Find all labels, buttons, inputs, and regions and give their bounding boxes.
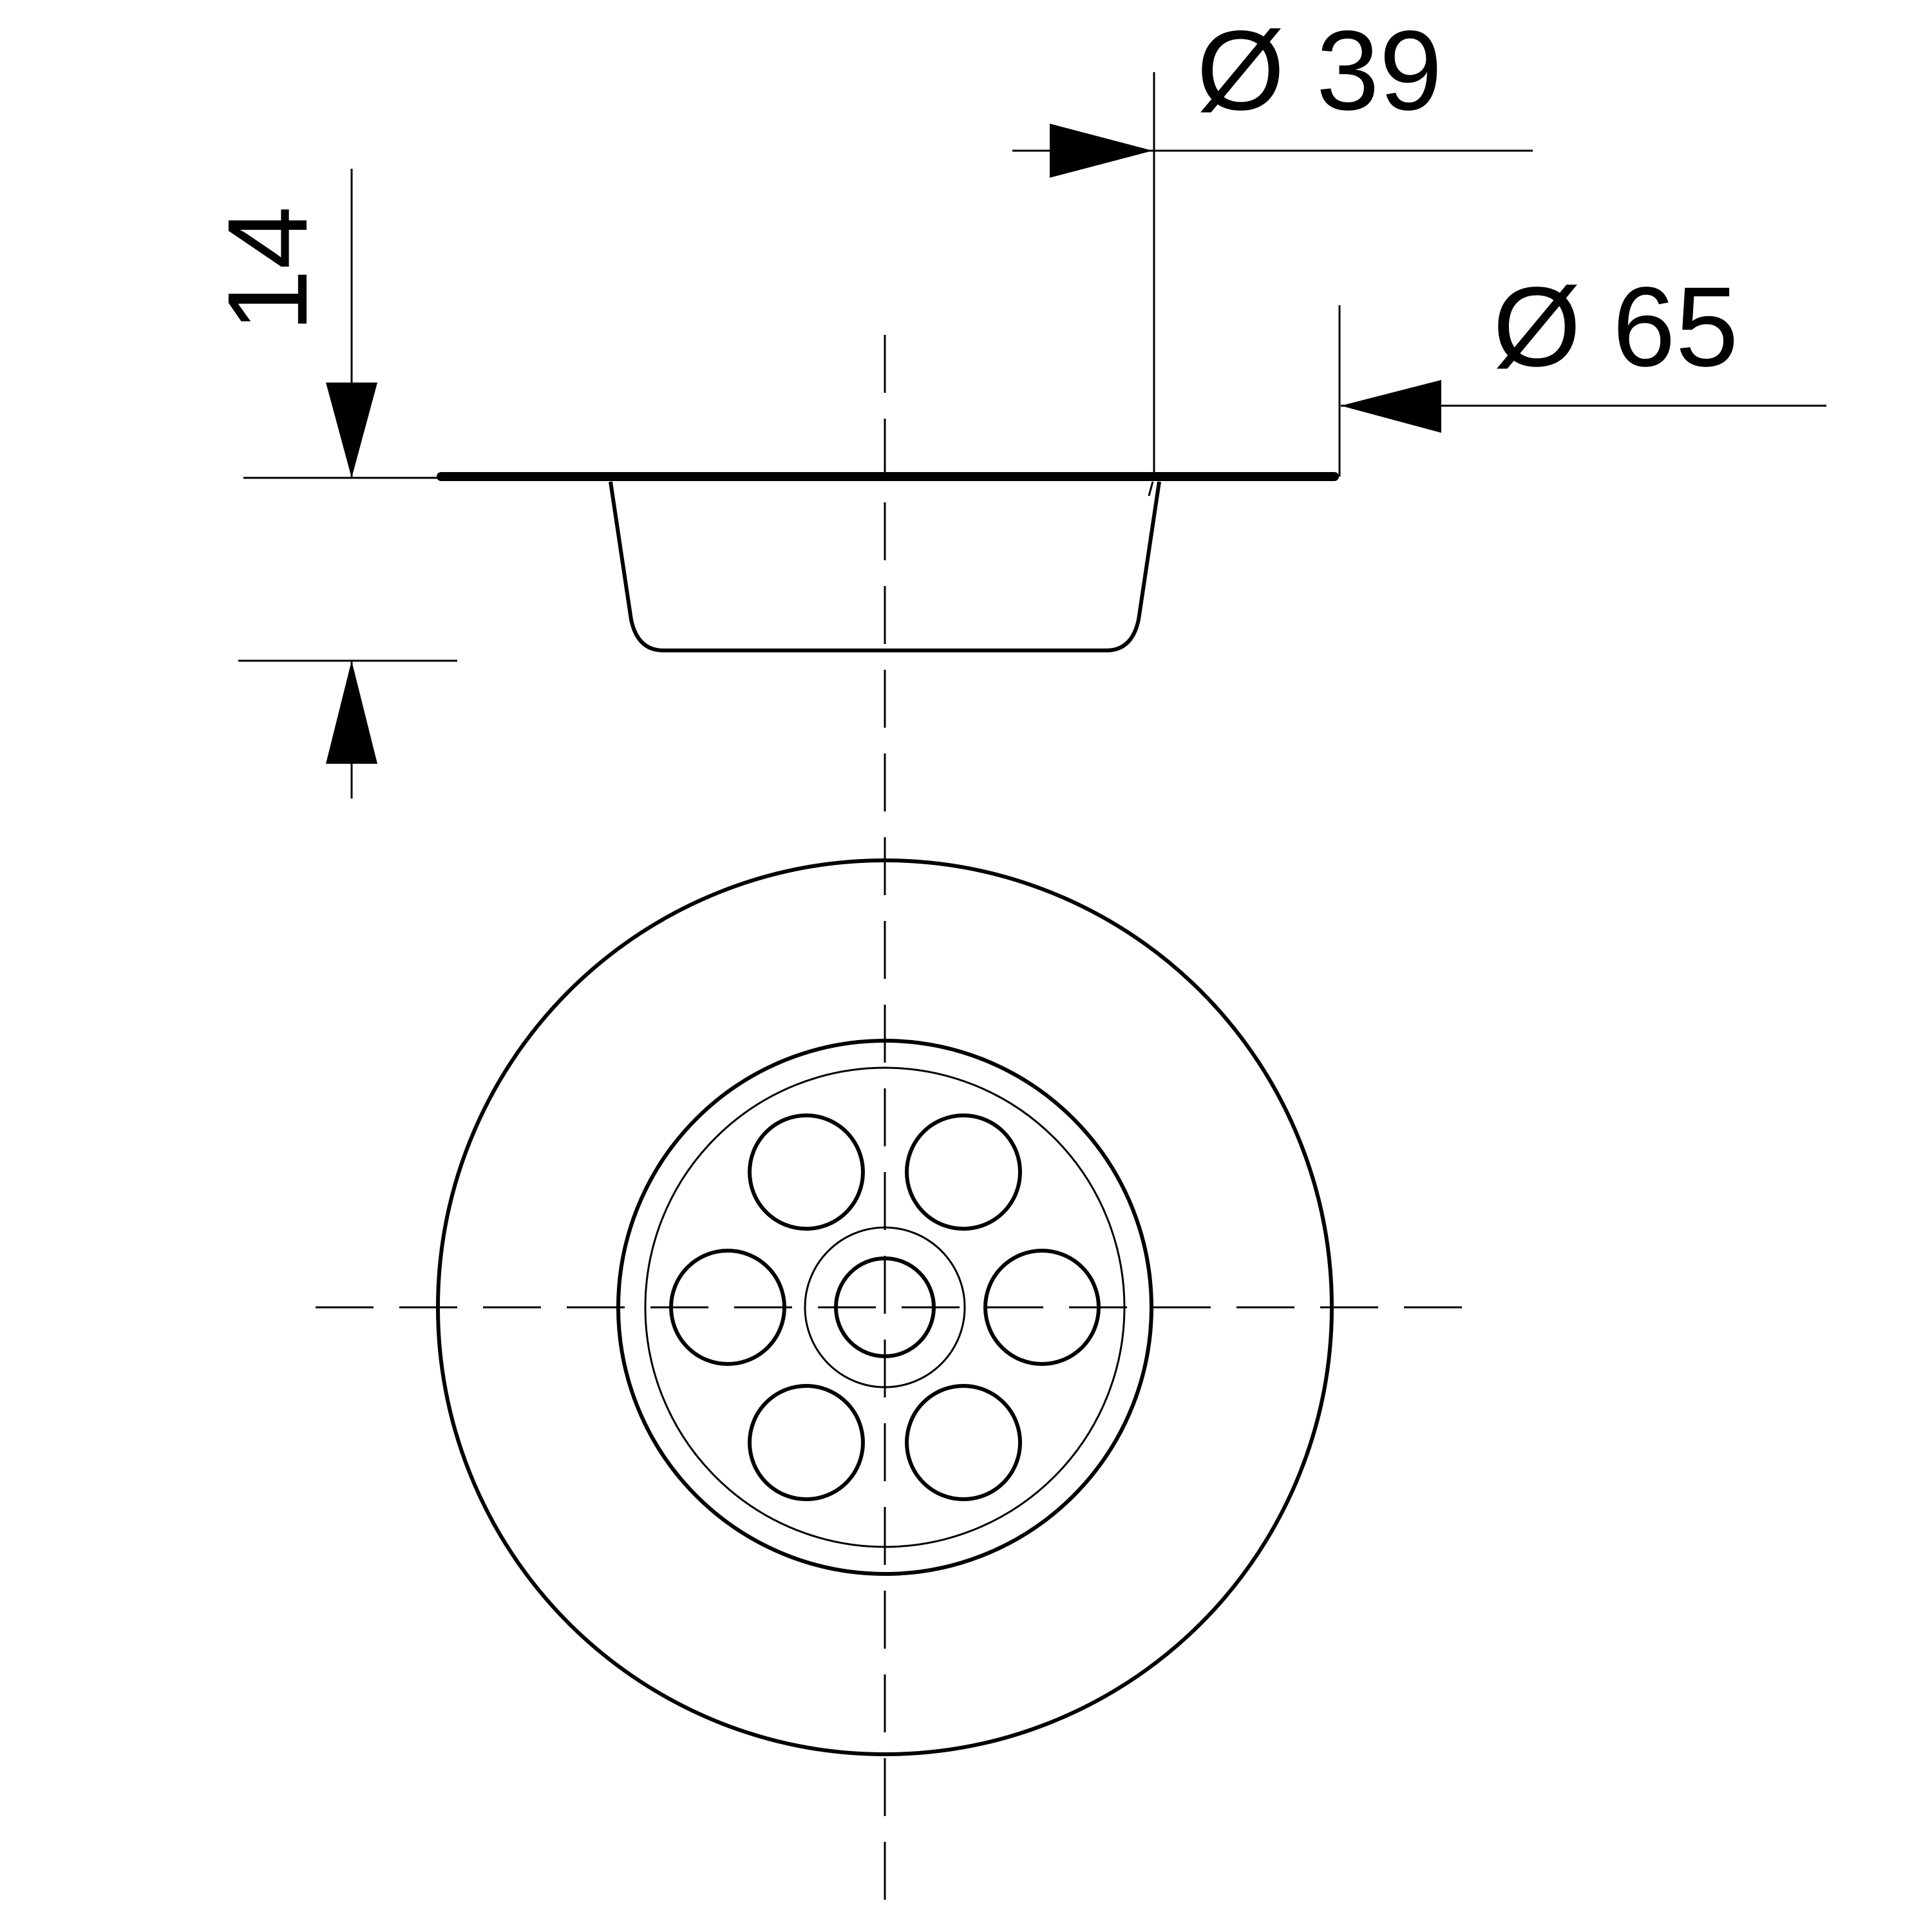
center-boss-inner-circle bbox=[834, 1256, 936, 1358]
strainer-rim-inner-circle bbox=[644, 1066, 1126, 1548]
height-arrow-down bbox=[326, 383, 377, 478]
drain-hole bbox=[905, 1113, 1022, 1231]
drain-hole bbox=[905, 1384, 1022, 1501]
cup-lip-line bbox=[1148, 481, 1154, 497]
outer-diameter-arrow bbox=[1341, 380, 1441, 433]
outer-diameter-label: Ø 65 bbox=[1493, 264, 1739, 390]
inner-diameter-arrow bbox=[1050, 124, 1153, 178]
center-boss-outer-circle bbox=[804, 1226, 966, 1388]
inner-diameter-label: Ø 39 bbox=[1197, 8, 1443, 134]
drain-hole bbox=[983, 1249, 1101, 1366]
height-dimension: 14 bbox=[205, 169, 457, 799]
outer-diameter-dimension: Ø 65 bbox=[1338, 264, 1826, 477]
center-lines bbox=[316, 335, 1475, 1906]
drain-hole bbox=[748, 1384, 865, 1501]
drain-hole bbox=[748, 1113, 865, 1231]
top-view bbox=[436, 858, 1334, 1756]
inner-diameter-dimension: Ø 39 bbox=[1012, 8, 1533, 477]
drain-hole bbox=[669, 1249, 786, 1366]
height-arrow-up bbox=[326, 661, 377, 764]
height-dimension-label: 14 bbox=[205, 206, 331, 332]
strainer-cup-outline bbox=[609, 481, 1161, 652]
outer-flange-circle bbox=[436, 858, 1334, 1756]
side-view bbox=[437, 472, 1339, 652]
strainer-rim-outer-circle bbox=[616, 1039, 1153, 1576]
